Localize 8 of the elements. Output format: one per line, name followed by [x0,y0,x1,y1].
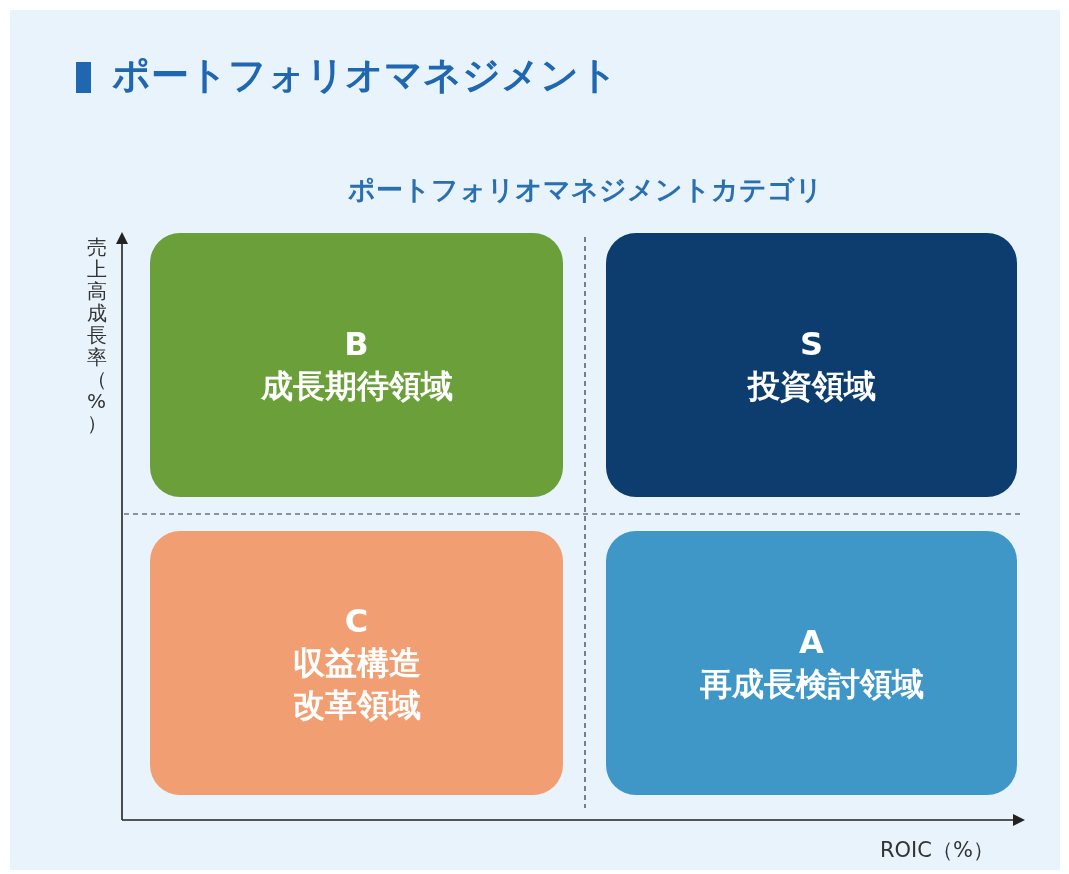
category-box: S 投資領域 [606,233,1017,497]
category-box: C 収益構造改革領域 [150,531,563,795]
subtitle: ポートフォリオマネジメントカテゴリ [346,173,824,207]
axis-label: ROIC（%） [880,837,994,864]
category-box: B 成長期待領域 [150,233,563,497]
category-box: A 再成長検討領域 [606,531,1017,795]
axis-label: 売上高成長率（%） [86,236,107,434]
title: ポートフォリオマネジメント [112,52,618,99]
